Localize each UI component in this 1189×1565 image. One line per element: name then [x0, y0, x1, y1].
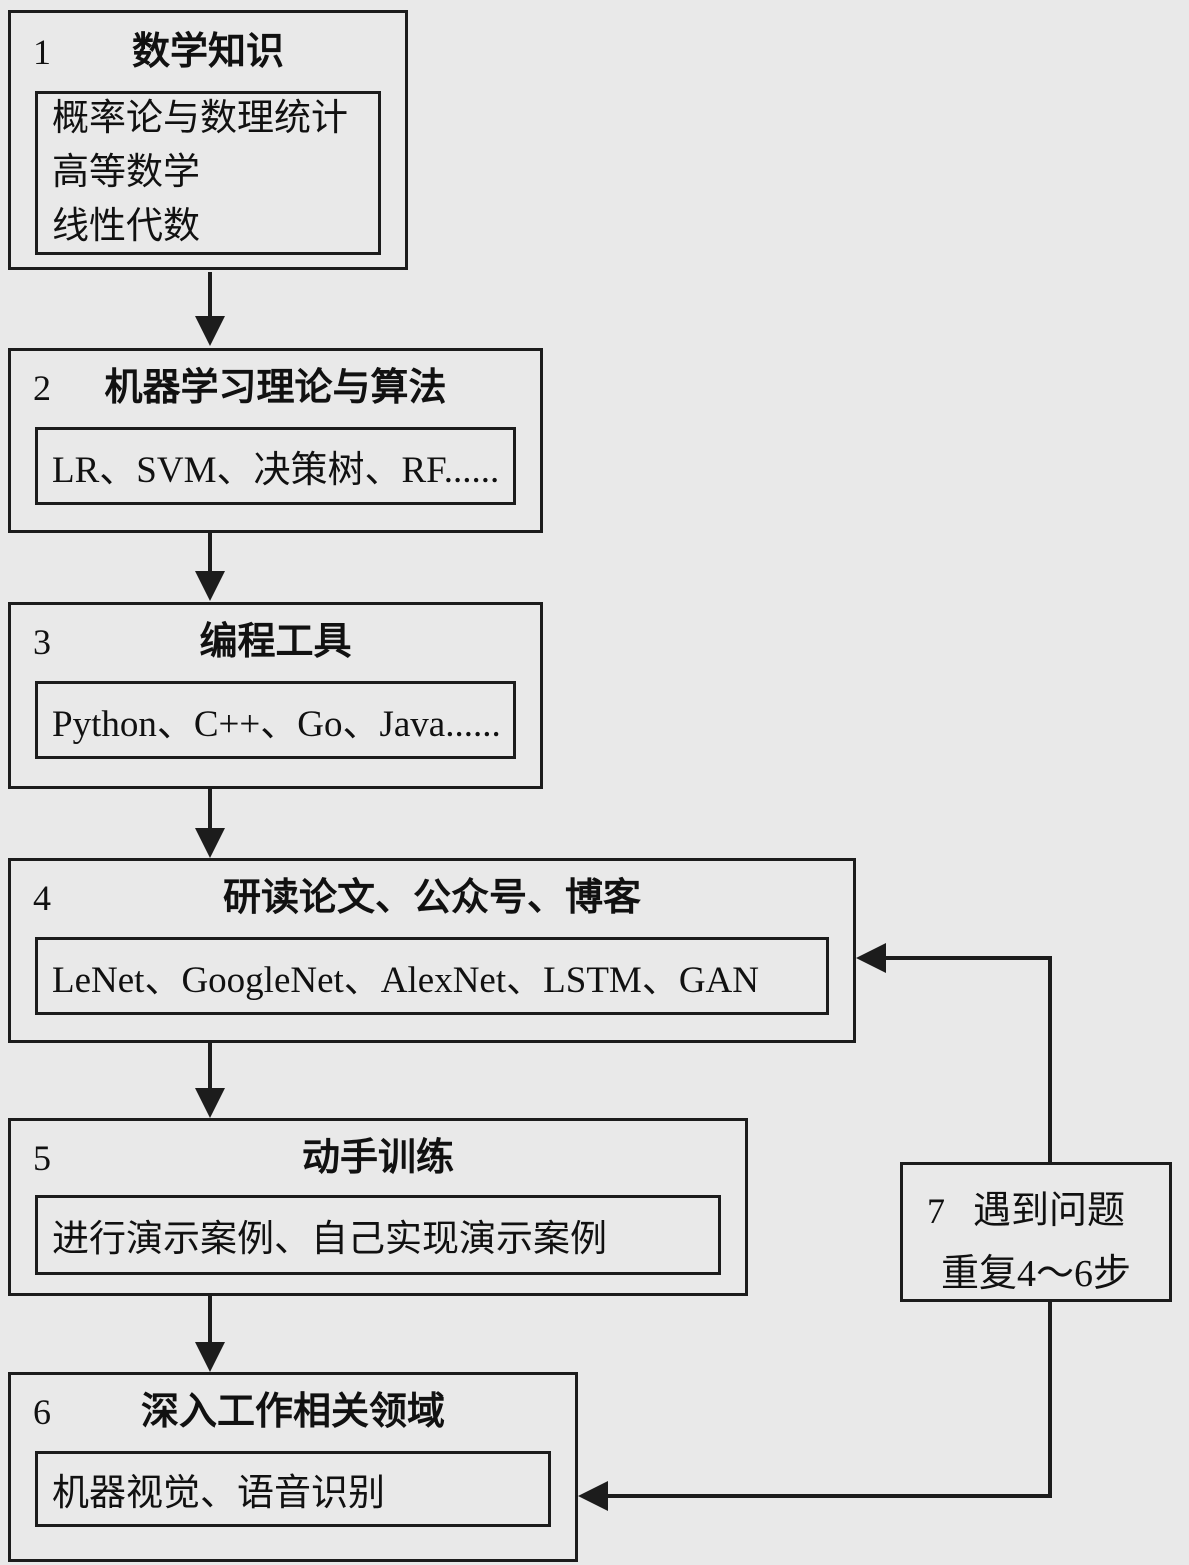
step-box-6: 6 深入工作相关领域 机器视觉、语音识别 — [8, 1372, 578, 1562]
loop-box-7-header: 7 遇到问题 — [903, 1165, 1169, 1234]
step-5-title: 动手训练 — [301, 1137, 454, 1179]
step-2-number: 2 — [33, 368, 51, 408]
step-2-header: 2 机器学习理论与算法 — [11, 367, 540, 411]
loop-box-7-text-line2: 重复4～6步 — [940, 1253, 1131, 1295]
loop-7-to-4-horizontal-line — [886, 956, 1052, 960]
step-2-detail-box: LR、SVM、决策树、RF...... — [35, 427, 516, 505]
step-3-title: 编程工具 — [199, 621, 352, 663]
arrow-4-to-5-head — [195, 1088, 225, 1118]
step-box-4: 4 研读论文、公众号、博客 LeNet、GoogleNet、AlexNet、LS… — [8, 858, 856, 1043]
loop-7-to-4-arrow-head — [856, 943, 886, 973]
step-1-detail-line: 高等数学 — [52, 152, 200, 193]
arrow-5-to-6-line — [208, 1296, 212, 1344]
loop-box-7-text-line1: 遇到问题 — [973, 1190, 1126, 1232]
arrow-2-to-3-head — [195, 571, 225, 601]
step-6-header: 6 深入工作相关领域 — [11, 1391, 575, 1435]
step-box-2: 2 机器学习理论与算法 LR、SVM、决策树、RF...... — [8, 348, 543, 533]
step-4-detail-line: LeNet、GoogleNet、AlexNet、LSTM、GAN — [52, 960, 759, 1001]
arrow-1-to-2-line — [208, 272, 212, 320]
step-2-detail-line: LR、SVM、决策树、RF...... — [52, 450, 500, 491]
loop-box-7: 7 遇到问题 重复4～6步 — [900, 1162, 1172, 1302]
step-4-detail-box: LeNet、GoogleNet、AlexNet、LSTM、GAN — [35, 937, 829, 1015]
step-4-title: 研读论文、公众号、博客 — [222, 877, 641, 919]
step-6-detail-box: 机器视觉、语音识别 — [35, 1451, 551, 1527]
step-1-detail-box: 概率论与数理统计 高等数学 线性代数 — [35, 91, 381, 255]
step-1-number: 1 — [33, 32, 51, 72]
loop-7-to-6-vertical-line — [1048, 1302, 1052, 1498]
arrow-3-to-4-line — [208, 789, 212, 830]
arrow-2-to-3-line — [208, 533, 212, 573]
arrow-3-to-4-head — [195, 828, 225, 858]
step-5-detail-box: 进行演示案例、自己实现演示案例 — [35, 1195, 721, 1275]
step-3-header: 3 编程工具 — [11, 621, 540, 665]
loop-7-to-4-vertical-line — [1048, 956, 1052, 1162]
arrow-1-to-2-head — [195, 316, 225, 346]
step-5-detail-line: 进行演示案例、自己实现演示案例 — [52, 1219, 607, 1260]
step-1-detail-line: 概率论与数理统计 — [52, 98, 348, 139]
step-6-detail-line: 机器视觉、语音识别 — [52, 1473, 385, 1514]
step-box-5: 5 动手训练 进行演示案例、自己实现演示案例 — [8, 1118, 748, 1296]
step-3-detail-box: Python、C++、Go、Java...... — [35, 681, 516, 759]
step-box-3: 3 编程工具 Python、C++、Go、Java...... — [8, 602, 543, 789]
step-1-header: 1 数学知识 — [11, 31, 405, 75]
step-2-title: 机器学习理论与算法 — [104, 367, 447, 409]
step-6-title: 深入工作相关领域 — [140, 1391, 445, 1433]
arrow-4-to-5-line — [208, 1043, 212, 1090]
step-1-title: 数学知识 — [131, 31, 284, 73]
step-5-number: 5 — [33, 1138, 51, 1178]
arrow-5-to-6-head — [195, 1342, 225, 1372]
loop-7-to-6-arrow-head — [578, 1481, 608, 1511]
step-1-detail-line: 线性代数 — [52, 206, 200, 247]
step-3-detail-line: Python、C++、Go、Java...... — [52, 704, 501, 745]
step-5-header: 5 动手训练 — [11, 1137, 745, 1181]
step-3-number: 3 — [33, 622, 51, 662]
step-6-number: 6 — [33, 1392, 51, 1432]
step-4-number: 4 — [33, 878, 51, 918]
loop-7-to-6-horizontal-line — [608, 1494, 1052, 1498]
step-4-header: 4 研读论文、公众号、博客 — [11, 877, 853, 921]
step-box-1: 1 数学知识 概率论与数理统计 高等数学 线性代数 — [8, 10, 408, 270]
loop-box-7-number: 7 — [927, 1191, 945, 1231]
